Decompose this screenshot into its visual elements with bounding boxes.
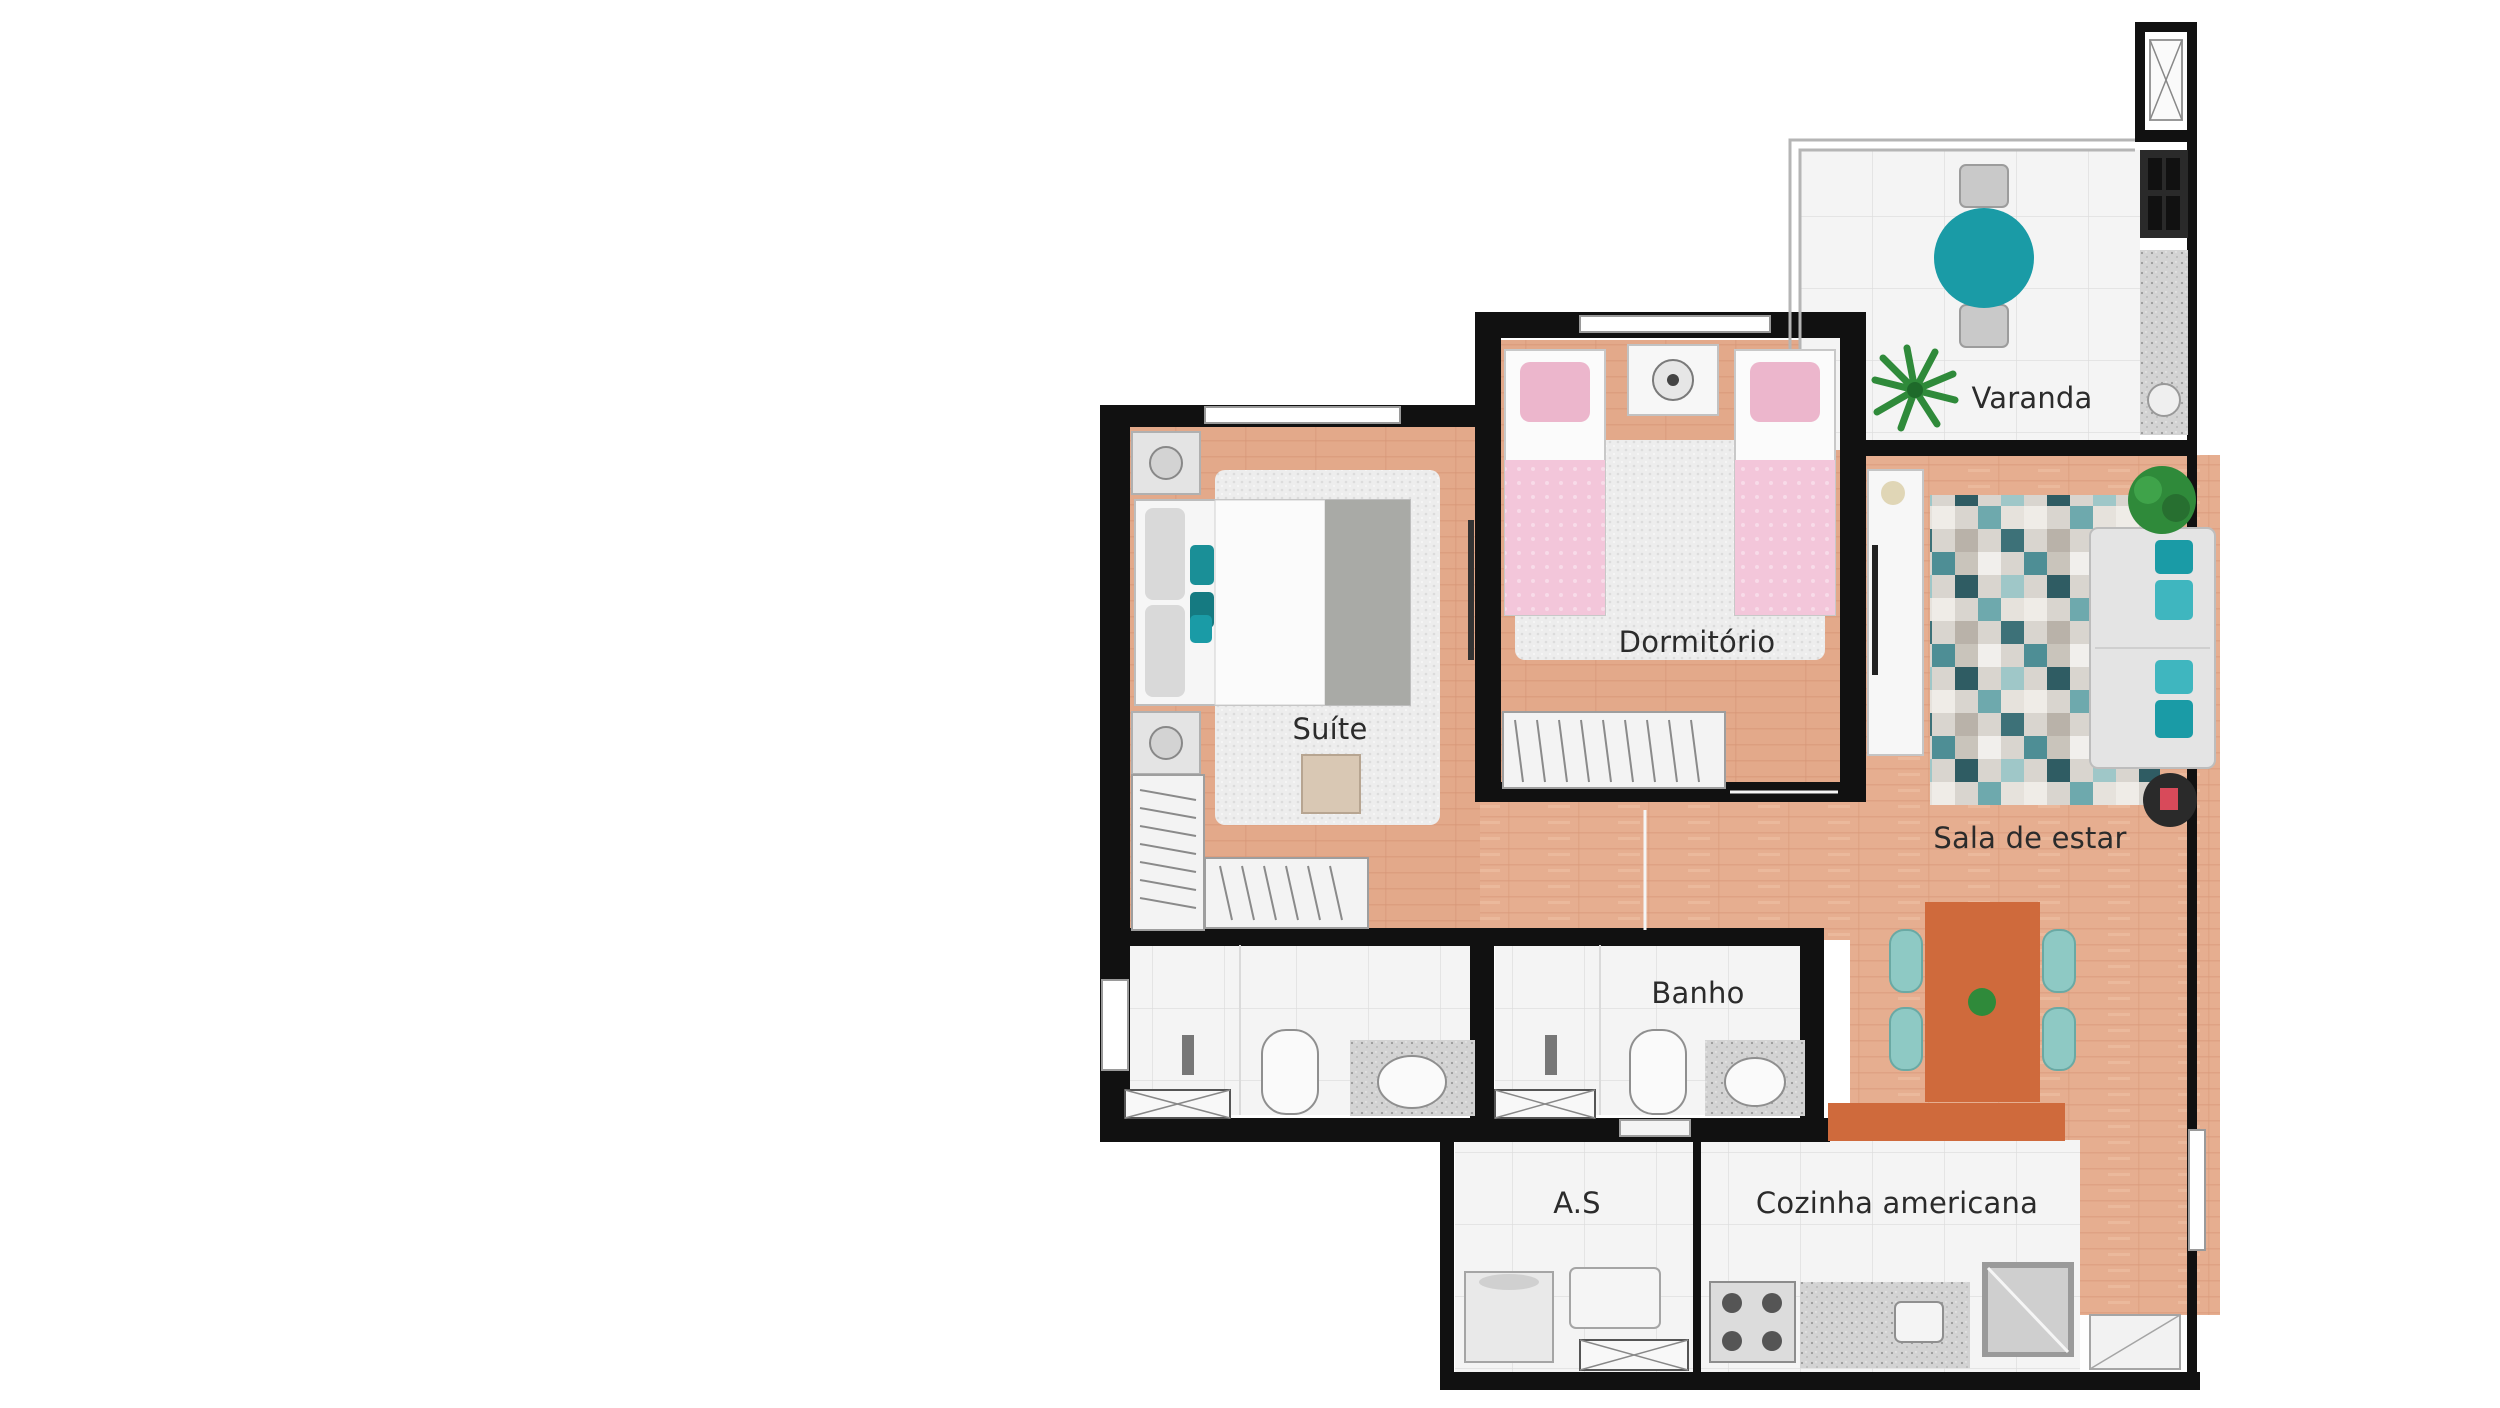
room-label-banho: Banho bbox=[1651, 976, 1745, 1010]
room-label-cozinha: Cozinha americana bbox=[1755, 1186, 2039, 1220]
room-label-as: A.S bbox=[1553, 1186, 1601, 1220]
room-label-sala: Sala de estar bbox=[1933, 821, 2127, 855]
sala-furniture bbox=[1828, 466, 2216, 1141]
bathroom-fixtures bbox=[1124, 945, 1805, 1137]
varanda-furniture bbox=[1871, 150, 2188, 435]
kitchen-fixtures bbox=[1464, 1262, 2181, 1371]
suite-furniture bbox=[1131, 431, 1474, 931]
windows bbox=[1101, 315, 2206, 1251]
dormitorio-furniture bbox=[1502, 344, 1836, 789]
room-label-varanda: Varanda bbox=[1971, 381, 2093, 415]
doors bbox=[1643, 790, 1838, 930]
shaft bbox=[2149, 39, 2183, 121]
room-label-dormitorio: Dormitório bbox=[1618, 625, 1776, 659]
room-label-suite: Suíte bbox=[1292, 712, 1368, 746]
